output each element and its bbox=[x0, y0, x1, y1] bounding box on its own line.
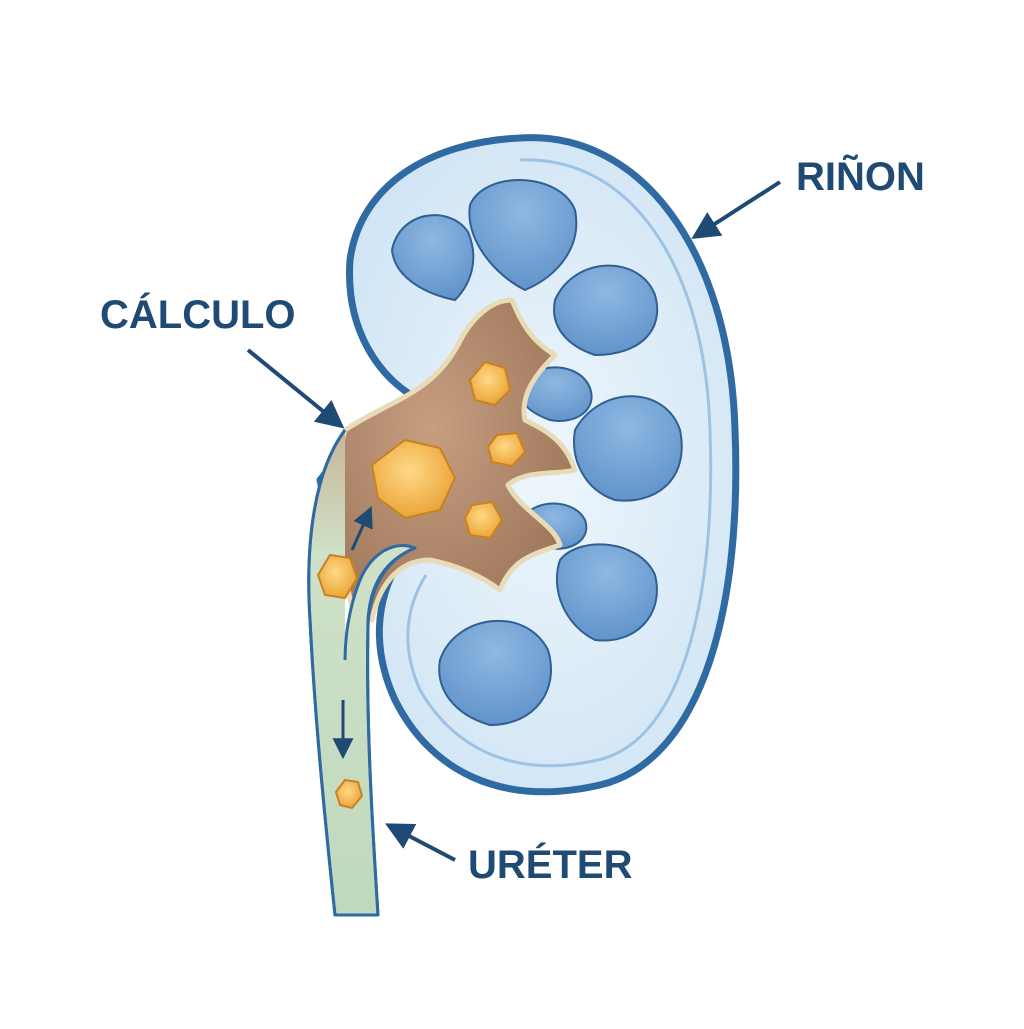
stone-pointer-arrow bbox=[246, 348, 345, 429]
pyramid-top bbox=[468, 179, 578, 292]
flow-arrow-up bbox=[350, 506, 373, 551]
stone-label: CÁLCULO bbox=[100, 292, 296, 337]
stone-lower bbox=[463, 500, 504, 540]
kidney-pointer-arrow bbox=[691, 180, 782, 240]
stone-middle bbox=[486, 431, 527, 468]
ureter-pointer-arrow bbox=[385, 823, 456, 862]
stone-upper bbox=[468, 360, 512, 407]
ureter-label: URÉTER bbox=[468, 842, 633, 887]
renal-pelvis bbox=[335, 297, 578, 623]
kidney-label: RIÑON bbox=[796, 153, 925, 199]
kidney-inner-rim bbox=[406, 158, 713, 768]
pyramid-lower-right bbox=[555, 543, 658, 642]
ureter-edge-left bbox=[307, 429, 347, 916]
pyramid-mid-small bbox=[518, 366, 593, 422]
stone-ureter-upper bbox=[316, 553, 359, 600]
stone-ureter-lower bbox=[334, 778, 364, 810]
pyramid-upper-right bbox=[553, 264, 659, 357]
pyramid-top-left bbox=[390, 214, 475, 302]
pyramid-right bbox=[573, 395, 683, 502]
pyramid-bottom bbox=[438, 619, 552, 727]
stone-large bbox=[370, 438, 457, 520]
kidney-stones bbox=[316, 360, 527, 810]
ureter-edge-right bbox=[366, 546, 416, 916]
renal-pyramids bbox=[390, 179, 683, 727]
